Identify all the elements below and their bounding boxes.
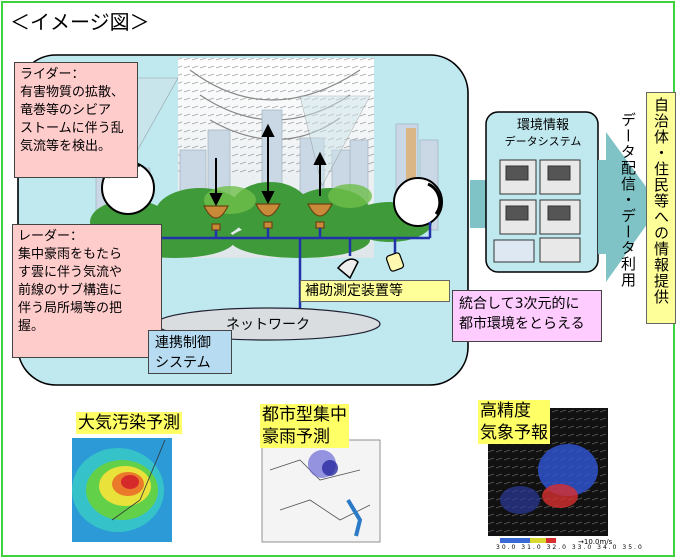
scale-label: 35.0: [622, 544, 644, 551]
scale-label: 30.0: [496, 544, 518, 551]
integration-note: 統合して3次元的に 都市環境をとらえる: [452, 290, 602, 342]
heading: ＜イメージ図＞: [10, 10, 150, 34]
aux-equipment-label: 補助測定装置等: [300, 280, 450, 302]
lidar-line: ストームに伴う乱: [20, 121, 124, 136]
wind-unit-label: →10.0m/s: [578, 538, 613, 546]
air-pollution-map: [72, 438, 172, 542]
lidar-title: ライダー：: [20, 67, 85, 82]
lidar-line: 竜巻等のシビア: [20, 103, 112, 118]
env-system-title: 環境情報 データシステム: [498, 118, 588, 150]
radar-line: 伴う局所場等の把: [18, 301, 123, 316]
lidar-line: 気流等を検出。: [20, 139, 112, 154]
radar-line: す雲に伴う気流や: [18, 265, 123, 280]
server-racks: [493, 159, 581, 263]
lidar-description: ライダー： 有害物質の拡散、 竜巻等のシビア ストームに伴う乱 気流等を検出。: [14, 62, 138, 178]
control-system-line: システム: [155, 355, 211, 371]
scale-label: 33.0: [571, 544, 594, 551]
radar-line: 握。: [18, 319, 45, 334]
air-pollution-title: 大気汚染予測: [76, 412, 182, 434]
weather-scale-labels: 30.0 31.0 32.0 33.0 34.0 35.0: [496, 544, 644, 551]
integration-line: 統合して3次元的に: [459, 296, 580, 312]
radar-line: 集中豪雨をもたら: [18, 247, 123, 262]
radar-description: レーダー： 集中豪雨をもたら す雲に伴う気流や 前線のサブ構造に 伴う局所場等の…: [12, 224, 162, 358]
radar-dome-right: [393, 177, 443, 227]
lidar-line: 有害物質の拡散、: [20, 85, 125, 100]
scale-label: 32.0: [546, 544, 568, 551]
radar-line: 前線のサブ構造に: [18, 283, 123, 298]
weather-forecast-title-line: 高精度: [480, 401, 531, 421]
integration-line: 都市環境をとらえる: [459, 316, 585, 332]
rain-forecast-title-line: 都市型集中: [262, 405, 347, 425]
scale-label: 31.0: [521, 544, 543, 551]
weather-forecast-title-line: 気象予報: [480, 423, 548, 443]
rain-forecast-title-line: 豪雨予測: [262, 427, 330, 447]
flow-arrow-to-users: [598, 132, 660, 282]
scale-label: 34.0: [597, 544, 619, 551]
lidar-arrows: [209, 123, 327, 207]
control-system-line: 連携制御: [155, 335, 211, 351]
info-provision-label: 自治体・住民等への情報提供: [646, 92, 676, 324]
data-delivery-label: データ配信・データ利用: [619, 112, 637, 288]
rain-forecast-title: 都市型集中 豪雨予測: [260, 404, 349, 448]
network-label: ネットワーク: [226, 317, 310, 333]
control-system-box: 連携制御 システム: [148, 330, 232, 374]
env-system-line: 環境情報: [516, 118, 569, 133]
rain-forecast-map: [261, 439, 381, 543]
weather-forecast-title: 高精度 気象予報: [478, 400, 550, 444]
radar-title: レーダー：: [18, 229, 84, 244]
env-system-line: データシステム: [504, 135, 582, 148]
aux-instruments: [336, 252, 405, 280]
